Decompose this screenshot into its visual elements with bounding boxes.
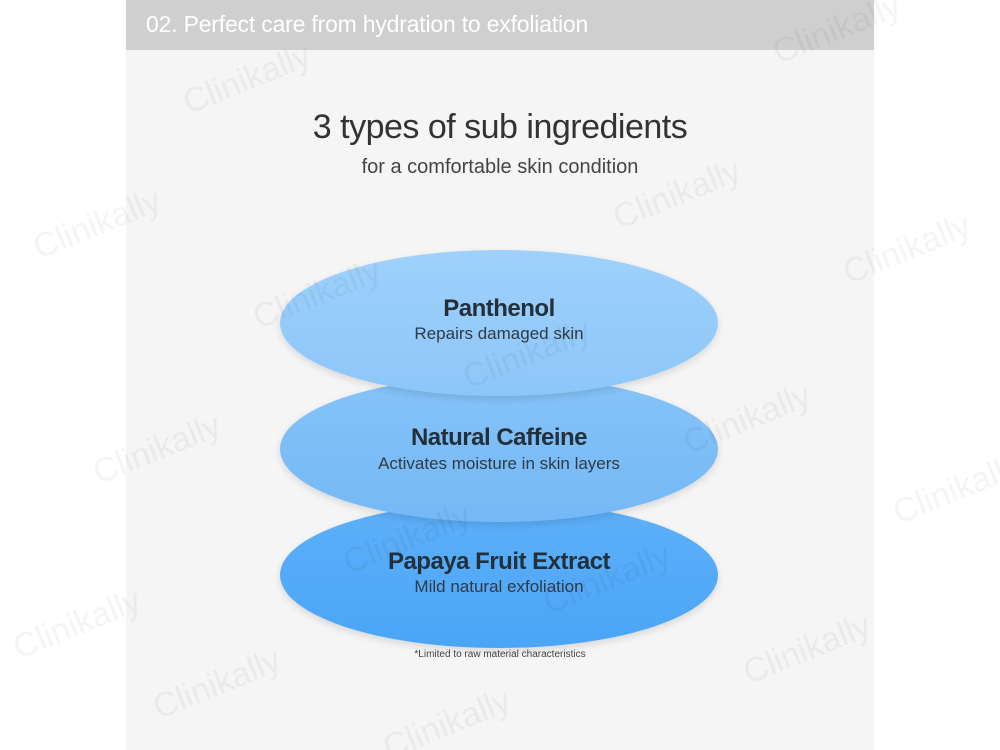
- page-title: 3 types of sub ingredients: [312, 108, 688, 146]
- ingredient-name-panthenol: Panthenol: [443, 295, 555, 322]
- ingredient-layer-caffeine: [280, 376, 718, 522]
- footnote: *Limited to raw material characteristics: [414, 649, 586, 660]
- ingredient-layer-panthenol: [280, 250, 718, 396]
- ingredient-name-papaya: Papaya Fruit Extract: [387, 548, 611, 575]
- ingredient-desc-panthenol: Repairs damaged skin: [414, 324, 584, 343]
- ingredient-name-caffeine: Natural Caffeine: [410, 424, 588, 451]
- ingredient-desc-papaya: Mild natural exfoliation: [414, 577, 584, 596]
- ingredient-layer-papaya: [280, 502, 718, 648]
- page-subtitle: for a comfortable skin condition: [361, 156, 639, 178]
- ingredient-desc-caffeine: Activates moisture in skin layers: [378, 454, 620, 473]
- section-header-bar: 02. Perfect care from hydration to exfol…: [126, 0, 874, 50]
- section-header-text: 02. Perfect care from hydration to exfol…: [146, 11, 589, 37]
